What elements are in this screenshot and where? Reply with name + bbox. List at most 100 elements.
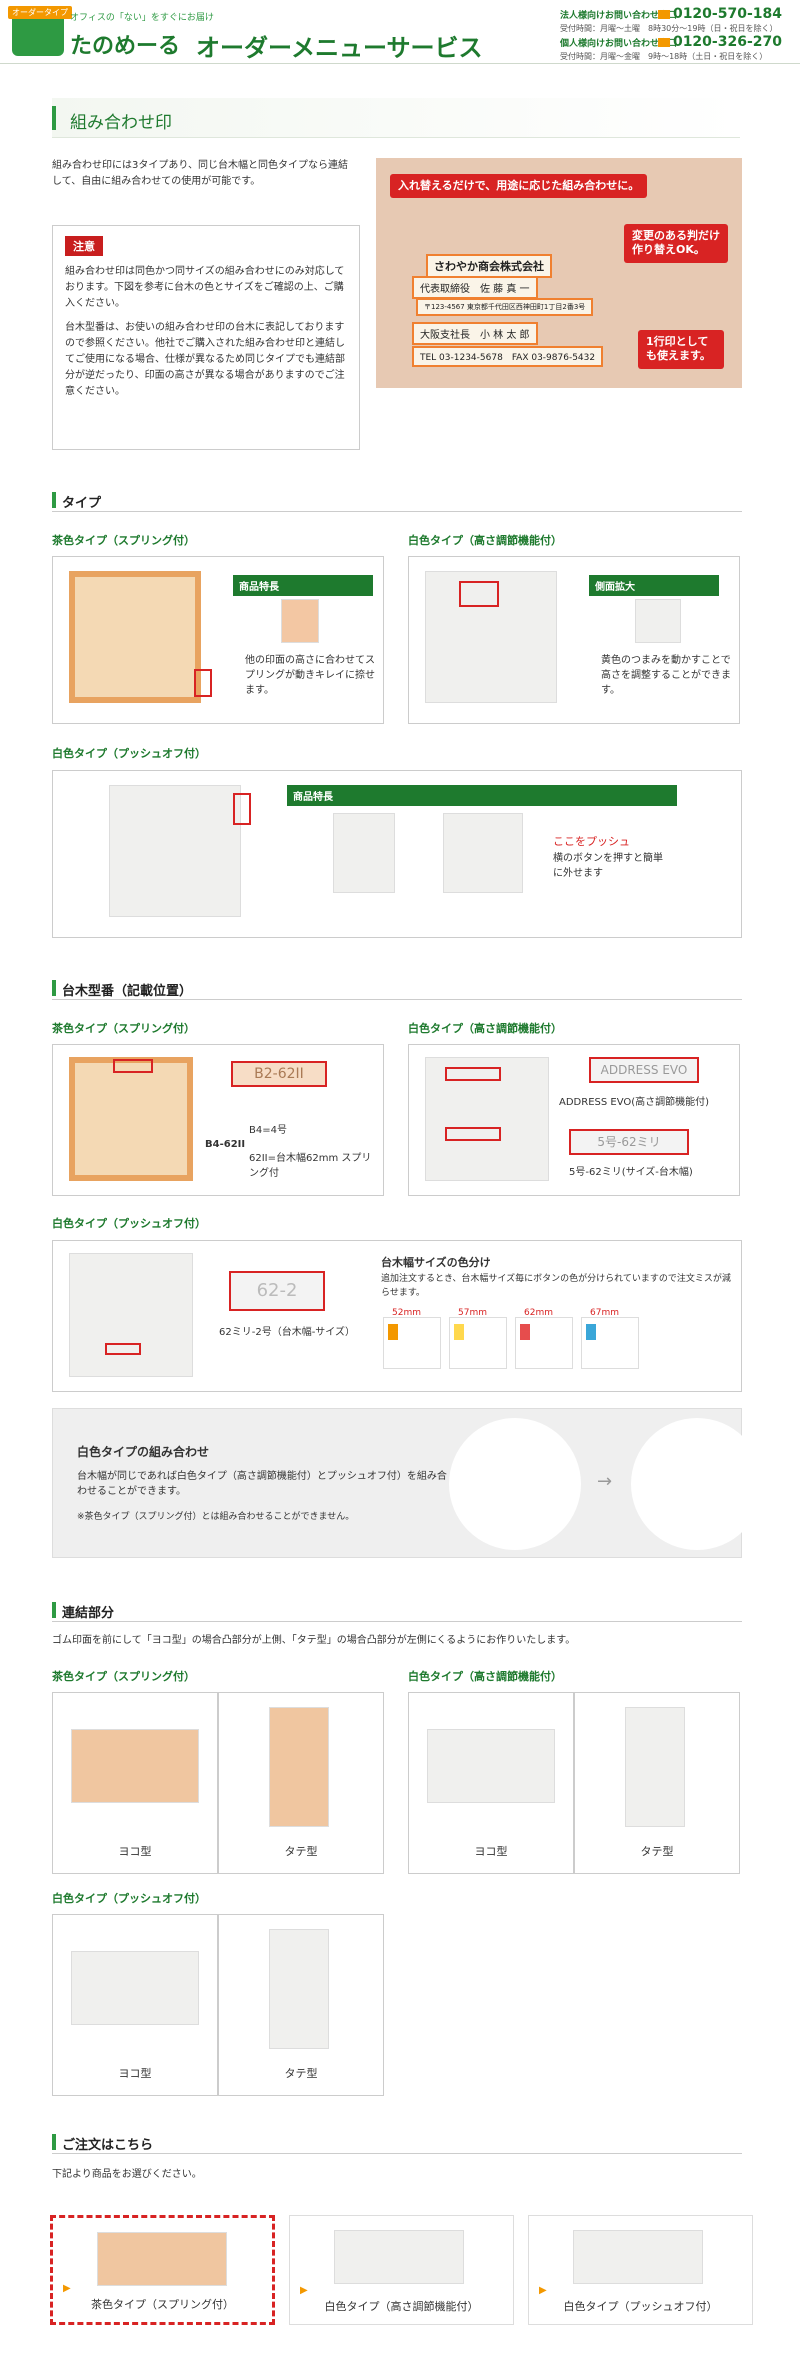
link-white-push-yoko: ヨコ型 [52,1914,218,2096]
type-white-push-box: 商品特長 ここをプッシュ 横のボタンを押すと簡単に外せます [52,770,742,938]
type-white-adj-title: 白色タイプ（高さ調節機能付） [408,534,562,547]
size-chip-67: 67mm [581,1308,639,1369]
highlight-frame [105,1343,141,1355]
spring-detail-image [281,599,319,643]
white-adj-feature-desc: 黄色のつまみを動かすことで高さを調整することができます。 [601,655,731,696]
size-swatch [388,1324,398,1340]
section-model: 台木型番（記載位置） [52,978,742,1000]
white-push-stamp-image [109,785,241,917]
hero-stamp-3: 〒123-4567 東京都千代田区西神田町1丁目2番3号 [416,298,594,316]
size-label: 67mm [590,1308,619,1318]
push-here-label: ここをプッシュ [553,835,630,848]
white-adj-caption-2: 5号-62ミリ(サイズ-台木幅) [569,1167,693,1178]
logo-badge: オーダータイプ [8,6,72,19]
notice-box: 注意 組み合わせ印は同色かつ同サイズの組み合わせにのみ対応しております。下図を参… [52,225,360,450]
tate-caption: タテ型 [640,1845,674,1858]
hero-bubble-2: 変更のある判だけ作り替えOK。 [624,224,728,263]
brown-stamp-image [69,571,201,703]
link-brown-tate: タテ型 [218,1692,384,1874]
hero-stamp-4: 大阪支社長 小 林 太 郎 [412,322,538,345]
combo-note: ※茶色タイプ（スプリング付）とは組み合わせることができません。 [77,1512,355,1522]
freedial-icon [657,9,670,19]
brown-legend-1: B4=4号 [249,1125,287,1136]
corp-hours: 受付時間：月曜〜土曜 8時30分〜19時（日・祝日を除く） [560,24,778,33]
brown-tate-image [269,1707,329,1827]
intro-text: 組み合わせ印には3タイプあり、同じ台木幅と同色タイプなら連結して、自由に組み合わ… [52,160,348,187]
feature-label: 商品特長 [233,575,373,596]
color-code-title: 台木幅サイズの色分け [381,1256,491,1269]
hero-image: 入れ替えるだけで、用途に応じた組み合わせに。 変更のある判だけ作り替えOK。 1… [376,158,742,388]
personal-contact: 個人様向けお問い合わせ窓口 0120-326-270 受付時間：月曜〜金曜 9時… [560,34,790,62]
link-brown-yoko: ヨコ型 [52,1692,218,1874]
model-white-adj-title: 白色タイプ（高さ調節機能付） [408,1022,562,1035]
order-white-adj-label: 白色タイプ（高さ調節機能付） [324,2300,479,2313]
order-white-pushoff[interactable]: ▶ 白色タイプ（プッシュオフ付） [528,2215,753,2325]
model-brown-title: 茶色タイプ（スプリング付） [52,1022,195,1035]
yoko-caption: ヨコ型 [118,2067,152,2080]
corp-contact-label: 法人様向けお問い合わせ窓口 [560,11,678,21]
side-zoom-label: 側面拡大 [589,575,719,596]
page-title-bar: 組み合わせ印 [52,98,740,138]
section-type: タイプ [52,490,742,512]
highlight-frame [445,1067,501,1081]
push-feature-desc: 横のボタンを押すと簡単に外せます [553,853,663,879]
hero-bubble-1: 入れ替えるだけで、用途に応じた組み合わせに。 [390,174,648,199]
model-white-push-box: 62-2 62ミリ-2号（台木幅-サイズ） 台木幅サイズの色分け 追加注文すると… [52,1240,742,1392]
hero-bubble-3: 1行印としても使えます。 [638,330,724,369]
order-white-push-label: 白色タイプ（プッシュオフ付） [563,2300,718,2313]
push-detail-image-2 [443,813,523,893]
white-adj-stamp-image [425,571,557,703]
logo-tagline: オフィスの「ない」をすぐにお届け [70,13,214,23]
white-adj-model-image [425,1057,549,1181]
link-white-push-title: 白色タイプ（プッシュオフ付） [52,1892,206,1905]
highlight-frame [113,1059,153,1073]
order-desc: 下記より商品をお選びください。 [52,2169,202,2180]
arrow-icon: ▶ [300,2285,308,2296]
hero-stamp-1: さわやか商会株式会社 [426,254,552,278]
size-label: 52mm [392,1308,421,1318]
link-white-adj-title: 白色タイプ（高さ調節機能付） [408,1670,562,1683]
brown-yoko-image [71,1729,199,1803]
tate-caption: タテ型 [284,1845,318,1858]
white-adj-caption-1: ADDRESS EVO(高さ調節機能付) [559,1097,710,1108]
personal-hours: 受付時間：月曜〜金曜 9時〜18時（土日・祝日を除く） [560,52,768,61]
link-white-push-tate: タテ型 [218,1914,384,2096]
white-push-model-caption: 62ミリ-2号（台木幅-サイズ） [219,1327,356,1338]
type-brown-box: 商品特長 他の印面の高さに合わせてスプリングが動きキレイに捺せます。 [52,556,384,724]
notice-text-2: 台木型番は、お使いの組み合わせ印の台木に表記しておりますので参照ください。他社で… [65,322,345,397]
combo-image-1 [449,1418,581,1550]
size-label: 62mm [524,1308,553,1318]
order-brown-spring[interactable]: ▶ 茶色タイプ（スプリング付） [50,2215,275,2325]
type-white-push-title: 白色タイプ（プッシュオフ付） [52,747,206,760]
size-swatch [586,1324,596,1340]
brown-legend-2: 62II=台木幅62mm スプリング付 [249,1153,372,1179]
push-detail-image-1 [333,813,395,893]
brown-legend-code: B4-62II [205,1139,246,1150]
arrow-right-icon: → [597,1471,613,1492]
push-feature-label: 商品特長 [287,785,677,806]
arrow-icon: ▶ [63,2283,71,2294]
type-brown-title: 茶色タイプ（スプリング付） [52,534,195,547]
size-chip-52: 52mm [383,1308,441,1369]
color-code-desc: 追加注文するとき、台木幅サイズ毎にボタンの色が分けられていますので注文ミスが減ら… [381,1274,731,1298]
tate-caption: タテ型 [284,2067,318,2080]
white-push-yoko-image [71,1951,199,2025]
white-push-model-image [69,1253,193,1377]
hero-stamp-2: 代表取締役 佐 藤 真 一 [412,276,538,299]
size-swatch [454,1324,464,1340]
order-white-adjust[interactable]: ▶ 白色タイプ（高さ調節機能付） [289,2215,514,2325]
notice-label: 注意 [65,236,103,256]
white-push-tate-image [269,1929,329,2049]
white-push-model-code: 62-2 [229,1271,325,1311]
personal-tel[interactable]: 0120-326-270 [672,34,782,50]
section-order: ご注文はこちら [52,2132,742,2154]
order-white-push-image [573,2230,703,2284]
combo-panel: 白色タイプの組み合わせ 台木幅が同じであれば白色タイプ（高さ調節機能付）とプッシ… [52,1408,763,1558]
brown-model-code: B2-62II [231,1061,327,1087]
brown-model-image [69,1057,193,1181]
highlight-frame [233,793,251,825]
link-white-adj-yoko: ヨコ型 [408,1692,574,1874]
corp-tel[interactable]: 0120-570-184 [672,6,782,22]
white-adj-plate-2: 5号-62ミリ [569,1129,689,1155]
logo-name[interactable]: たのめーる [70,34,181,59]
